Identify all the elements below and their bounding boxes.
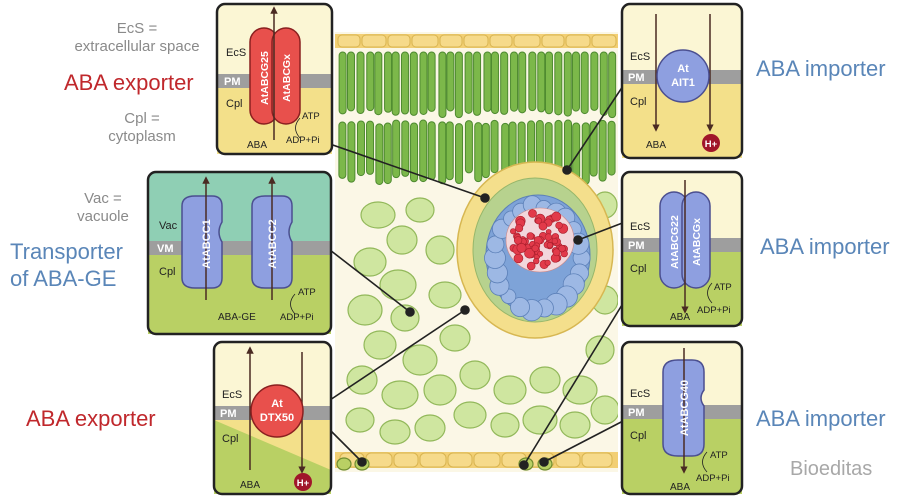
dtx50-label-line1: At: [271, 398, 283, 410]
ait1-protein: [656, 49, 710, 103]
substrate-label: ABA: [670, 482, 690, 493]
pm-layer-label: PM: [220, 408, 237, 420]
abcc1-label: AtABCC1: [201, 219, 213, 269]
aba-ge-transporter-label: Transporter of ABA-GE: [10, 238, 123, 292]
aba-importer-label-2: ABA importer: [760, 234, 890, 259]
ecs-layer-label: EcS: [630, 221, 650, 233]
dtx50-label-line2: DTX50: [260, 412, 294, 424]
panel-abcc-aba-ge-transporter: Vac VM Cpl AtABCC1 AtABCC2 ATP ADP+Pi AB…: [146, 170, 333, 336]
ecs-definition-text: extracellular space: [74, 38, 200, 55]
ait1-label-line2: AIT1: [671, 77, 695, 89]
pm-layer-label: PM: [628, 72, 645, 84]
aba-importer-label-3: ABA importer: [756, 406, 886, 431]
aba-importer-label-1: ABA importer: [756, 56, 886, 81]
aba-exporter-label-bottom: ABA exporter: [26, 406, 156, 431]
cpl-layer-label: Cpl: [630, 96, 647, 108]
atp-hydrolysis-arrow: [702, 451, 708, 473]
proton-icon: [702, 134, 720, 152]
panel-abcg25-exporter: EcS PM Cpl AtABCG25 AtABCGx ATP ADP+Pi A…: [215, 2, 334, 156]
abcgx-protein: [271, 27, 301, 125]
dtx50-protein: [250, 384, 304, 438]
substrate-label: ABA: [240, 480, 260, 491]
adp-label: ADP+Pi: [697, 305, 731, 316]
aba-exporter-label-top: ABA exporter: [64, 70, 194, 95]
cpl-layer-label: Cpl: [630, 430, 647, 442]
abcg22-label: AtABCG22: [669, 215, 681, 269]
ecs-definition-term: EcS =: [116, 20, 158, 37]
aba-ge-transporter-line1: Transporter: [10, 239, 123, 264]
palisade-mesophyll: [338, 51, 617, 185]
vac-definition-text: vacuole: [77, 208, 129, 225]
ait1-label-line1: At: [677, 63, 689, 75]
abcg25-label: AtABCG25: [259, 51, 271, 105]
bioeditas-watermark: Bioeditas: [790, 458, 873, 480]
atp-label: ATP: [302, 111, 320, 122]
atp-hydrolysis-arrow: [707, 282, 713, 304]
vac-layer-label: Vac: [159, 220, 178, 232]
aba-ge-transporter-line2: of ABA-GE: [10, 266, 117, 291]
ecs-layer-label: EcS: [630, 388, 650, 400]
proton-label: H+: [705, 139, 718, 150]
upper-epidermis: [335, 34, 618, 48]
substrate-label: ABA: [247, 140, 267, 151]
atp-hydrolysis-arrow: [295, 117, 301, 139]
proton-icon: [294, 473, 312, 491]
abcc2-label: AtABCC2: [267, 219, 279, 269]
atp-label: ATP: [710, 450, 728, 461]
abcgx-label: AtABCGx: [691, 218, 703, 266]
ecs-layer-label: EcS: [226, 47, 246, 59]
connector-lines: [303, 82, 626, 470]
atp-label: ATP: [298, 287, 316, 298]
pm-layer-label: PM: [224, 76, 241, 88]
abcgx-label: AtABCGx: [281, 54, 293, 102]
lower-epidermis: [335, 452, 618, 471]
proton-label: H+: [297, 478, 310, 489]
adp-label: ADP+Pi: [696, 473, 730, 484]
cpl-layer-label: Cpl: [222, 433, 239, 445]
leaf-cross-section: [335, 32, 618, 472]
ecs-definition: EcS = extracellular space: [62, 20, 212, 56]
vac-definition: Vac = vacuole: [70, 190, 136, 226]
panel-ait1-importer: EcS PM Cpl At AIT1 ABA H+: [620, 2, 744, 160]
pm-layer-label: PM: [628, 407, 645, 419]
abcg40-label: AtABCG40: [679, 380, 691, 436]
cpl-definition-text: cytoplasm: [108, 128, 176, 145]
ecs-layer-label: EcS: [222, 389, 242, 401]
vascular-bundle: [484, 194, 591, 322]
pm-layer-label: PM: [628, 240, 645, 252]
abcc1-protein: [181, 195, 223, 289]
vm-layer-label: VM: [157, 243, 174, 255]
panel-dtx50-exporter: EcS PM Cpl At DTX50 ABA H+: [212, 340, 333, 496]
cpl-layer-label: Cpl: [226, 98, 243, 110]
panel-abcg40-importer: EcS PM Cpl AtABCG40 ATP ADP+Pi ABA: [620, 340, 744, 496]
panel-abcg22-importer: EcS PM Cpl AtABCG22 AtABCGx ATP ADP+Pi A…: [620, 170, 744, 328]
cpl-layer-label: Cpl: [159, 266, 176, 278]
abcgx-protein: [681, 191, 711, 289]
adp-label: ADP+Pi: [286, 135, 320, 146]
substrate-label: ABA-GE: [218, 312, 256, 323]
substrate-label: ABA: [646, 140, 666, 151]
atp-hydrolysis-arrow: [290, 293, 296, 315]
substrate-label: ABA: [670, 312, 690, 323]
adp-label: ADP+Pi: [280, 312, 314, 323]
cpl-definition: Cpl = cytoplasm: [92, 110, 192, 146]
ecs-layer-label: EcS: [630, 51, 650, 63]
cpl-layer-label: Cpl: [630, 263, 647, 275]
cpl-definition-term: Cpl =: [124, 110, 160, 127]
vac-definition-term: Vac =: [84, 190, 122, 207]
atp-label: ATP: [714, 282, 732, 293]
